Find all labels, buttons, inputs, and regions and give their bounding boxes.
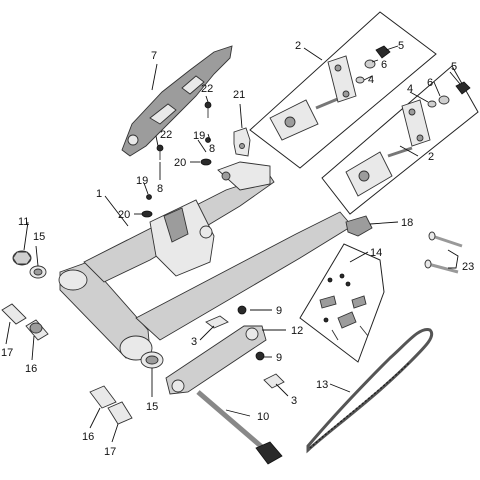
- callout-16-lower: 16: [82, 431, 94, 443]
- callout-10: 10: [257, 411, 269, 423]
- callout-4-lower: 4: [407, 83, 413, 95]
- part-washers: [205, 315, 285, 389]
- part-drive-chain: [306, 327, 434, 454]
- part-torque-link: [165, 325, 267, 395]
- part-bolts-23: [424, 231, 463, 274]
- callout-7: 7: [151, 50, 157, 62]
- callout-3-upper: 3: [191, 336, 197, 348]
- callout-20-lower: 20: [118, 209, 130, 221]
- part-chain-adjuster-lower: [321, 65, 479, 215]
- callout-5-upper: 5: [398, 40, 404, 52]
- part-chain-adjuster-upper: [249, 11, 437, 169]
- part-swing-arm: [58, 161, 353, 361]
- callout-12: 12: [291, 325, 303, 337]
- callout-21: 21: [233, 89, 245, 101]
- callout-8-upper: 8: [209, 143, 215, 155]
- callout-18: 18: [401, 217, 413, 229]
- callout-17-left: 17: [1, 347, 13, 359]
- callout-14: 14: [370, 247, 382, 259]
- callout-4-upper: 4: [368, 74, 374, 86]
- callout-9-upper: 9: [276, 305, 282, 317]
- part-link-kit: [299, 243, 385, 363]
- callout-labels: 1 2 2 3 3 4 4 5 5 6 6 7 8 8 9 9 10 11 12…: [1, 40, 474, 458]
- callout-6-lower: 6: [427, 77, 433, 89]
- callout-16-left: 16: [25, 363, 37, 375]
- callout-2-lower: 2: [428, 151, 434, 163]
- part-pivot-bolt: [196, 390, 283, 465]
- part-bushings-left: [1, 250, 49, 341]
- part-fasteners-upper: [141, 101, 212, 218]
- part-chain-guard: [121, 45, 233, 157]
- callout-2-upper: 2: [295, 40, 301, 52]
- callout-11: 11: [18, 216, 29, 228]
- callout-3-lower: 3: [291, 395, 297, 407]
- callout-23: 23: [462, 261, 474, 273]
- callout-20-upper: 20: [174, 157, 186, 169]
- part-bolts-9: [237, 305, 265, 361]
- callout-13: 13: [316, 379, 328, 391]
- part-clip-18: [345, 215, 373, 237]
- callout-5-lower: 5: [451, 61, 457, 73]
- callout-17-lower: 17: [104, 446, 116, 458]
- callout-15-lower: 15: [146, 401, 158, 413]
- callout-9-lower: 9: [276, 352, 282, 364]
- callout-15-left: 15: [33, 231, 45, 243]
- part-bracket-21: [233, 127, 251, 157]
- callout-22-upper: 22: [201, 83, 213, 95]
- callout-22-lower: 22: [160, 129, 172, 141]
- callout-1: 1: [96, 188, 102, 200]
- leader-lines: [5, 45, 461, 443]
- part-bushings-lower: [89, 351, 164, 425]
- callout-6-upper: 6: [381, 59, 387, 71]
- callout-8-lower: 8: [157, 183, 163, 195]
- callout-19-upper: 19: [193, 130, 205, 142]
- callout-19-lower: 19: [136, 175, 148, 187]
